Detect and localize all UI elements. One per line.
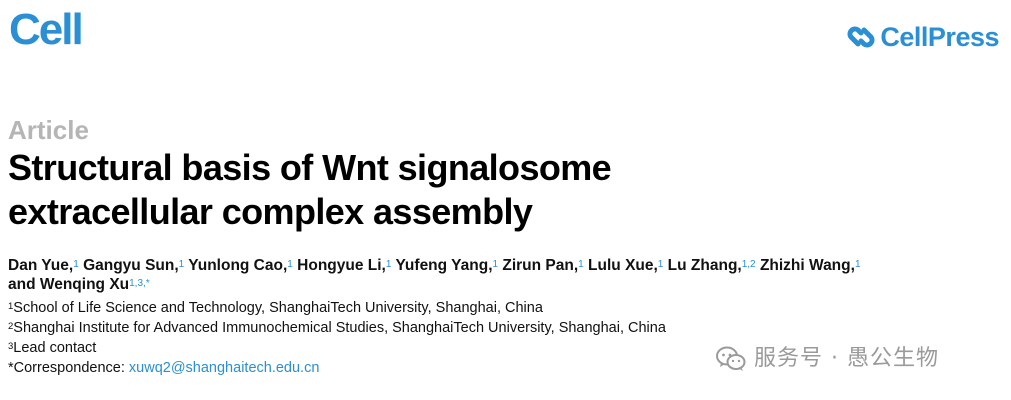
watermark: 服务号 · 愚公生物 (716, 346, 939, 372)
correspondence-label: *Correspondence: (8, 360, 129, 376)
author: Gangyu Sun,1 (83, 257, 185, 274)
journal-logo: Cell (9, 5, 84, 54)
affiliations: 1School of Life Science and Technology, … (8, 298, 666, 378)
title-line-2: extracellular complex assembly (8, 191, 533, 232)
wechat-icon (716, 346, 746, 371)
affiliation: 2Shanghai Institute for Advanced Immunoc… (8, 320, 666, 336)
author-list: Dan Yue,1 Gangyu Sun,1 Yunlong Cao,1 Hon… (8, 256, 1008, 294)
author: Yufeng Yang,1 (395, 257, 499, 274)
correspondence: *Correspondence: xuwq2@shanghaitech.edu.… (8, 358, 666, 378)
affiliation: 3Lead contact (8, 340, 97, 356)
article-type: Article (8, 115, 89, 145)
article-title: Structural basis of Wnt signalosome extr… (8, 146, 908, 234)
publisher-name: CellPress (880, 21, 999, 52)
author: Yunlong Cao,1 (188, 257, 293, 274)
author: Zirun Pan,1 (502, 257, 584, 274)
publisher-logo: CellPress (846, 22, 999, 52)
watermark-text: 服务号 · 愚公生物 (754, 346, 939, 371)
affiliation: 1School of Life Science and Technology, … (8, 300, 543, 316)
author: and Wenqing Xu1,3,* (8, 276, 150, 293)
author: Lu Zhang,1,2 (667, 257, 756, 274)
cellpress-logo-icon (847, 26, 875, 48)
title-line-1: Structural basis of Wnt signalosome (8, 147, 612, 188)
author: Zhizhi Wang,1 (759, 257, 861, 274)
author: Dan Yue,1 (8, 257, 79, 274)
correspondence-email-link[interactable]: xuwq2@shanghaitech.edu.cn (128, 360, 320, 376)
author: Hongyue Li,1 (297, 257, 392, 274)
author: Lulu Xue,1 (588, 257, 664, 274)
